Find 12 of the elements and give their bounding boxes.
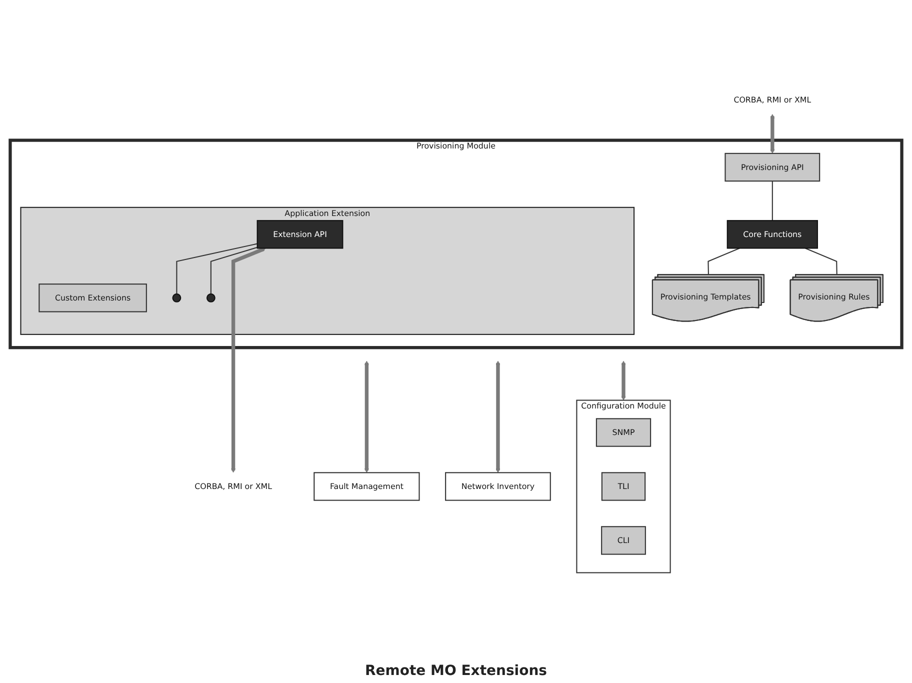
note-text: Remote MO Extensions: [364, 663, 548, 679]
node-circle: [206, 293, 216, 302]
connector: [805, 248, 838, 275]
node-circle: [172, 293, 182, 302]
connector: [176, 243, 258, 294]
connector: [708, 248, 740, 275]
arrow: [496, 360, 500, 473]
arrow: [621, 360, 626, 400]
arrow: [231, 247, 266, 473]
connector: [772, 181, 773, 221]
arrow: [364, 360, 370, 473]
arrow: [770, 114, 775, 154]
